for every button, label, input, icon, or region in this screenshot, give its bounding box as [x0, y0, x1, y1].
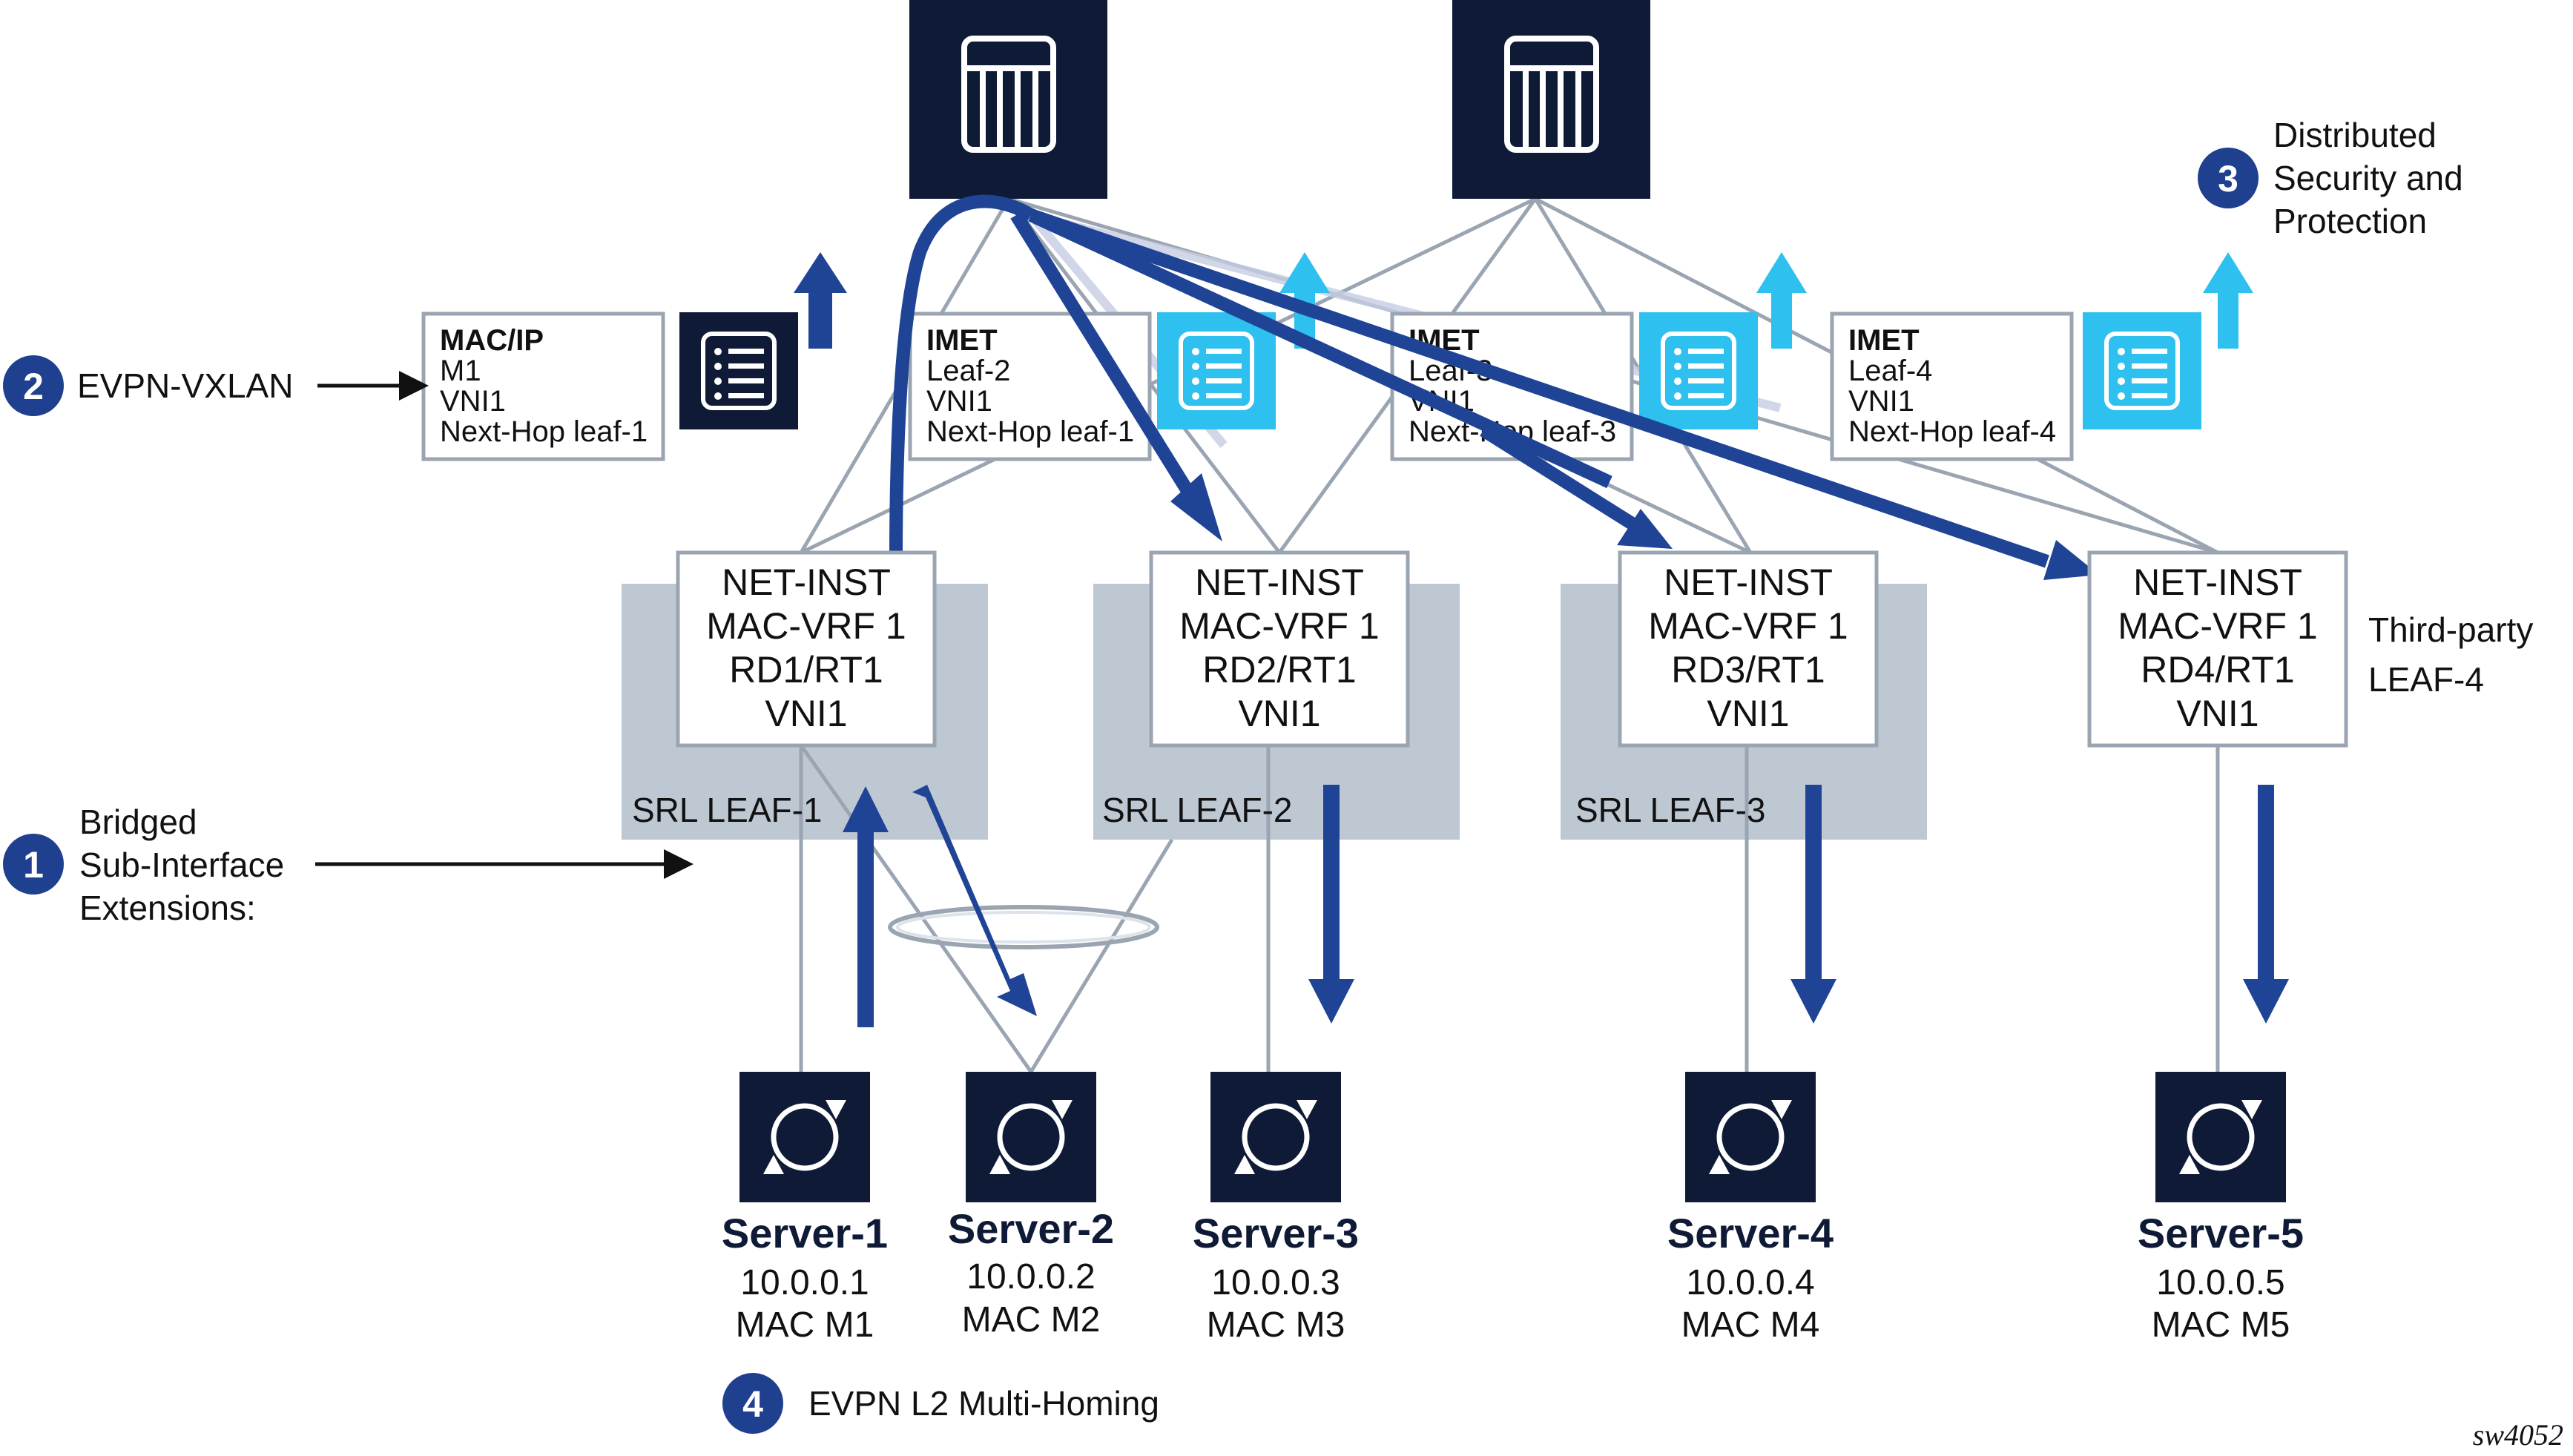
svg-text:VNI1: VNI1: [1238, 693, 1320, 734]
server-mac: MAC M3: [1207, 1305, 1345, 1345]
svg-text:VNI1: VNI1: [1848, 385, 1914, 418]
svg-text:NET-INST: NET-INST: [2133, 561, 2302, 603]
server-sync-icon: [966, 1072, 1096, 1202]
svg-text:IMET: IMET: [926, 324, 998, 357]
upload-arrow-icon: [1756, 252, 1807, 349]
svg-text:RD2/RT1: RD2/RT1: [1202, 649, 1356, 691]
svg-text:Bridged: Bridged: [79, 803, 197, 841]
server-name: Server-1: [722, 1210, 888, 1256]
svg-text:IMET: IMET: [1848, 324, 1920, 357]
server-mac: MAC M2: [962, 1300, 1101, 1340]
server-ip: 10.0.0.2: [966, 1257, 1095, 1297]
figure-id: sw4052: [2473, 1418, 2563, 1452]
server-sync-icon: [2155, 1072, 2286, 1202]
upload-arrow-icon: [2203, 252, 2253, 349]
upload-arrow-icon: [1279, 252, 1330, 349]
svg-text:MAC-VRF 1: MAC-VRF 1: [706, 605, 906, 647]
multihoming-lag-ellipse: [888, 905, 1159, 949]
server-ip: 10.0.0.5: [2156, 1263, 2284, 1302]
leaf-4-name: Third-party: [2368, 610, 2533, 649]
svg-text:2: 2: [23, 366, 44, 407]
svg-text:NET-INST: NET-INST: [722, 561, 891, 603]
svg-text:VNI1: VNI1: [1707, 693, 1789, 734]
svg-text:RD1/RT1: RD1/RT1: [729, 649, 883, 691]
list-icon: [1639, 312, 1758, 429]
server-sync-icon: [739, 1072, 870, 1202]
svg-text:Extensions:: Extensions:: [79, 889, 256, 927]
server-ip: 10.0.0.4: [1686, 1263, 1814, 1302]
server-mac: MAC M1: [736, 1305, 874, 1345]
leaf-2-name: SRL LEAF-2: [1102, 791, 1293, 829]
svg-text:VNI1: VNI1: [926, 385, 992, 418]
svg-text:4: 4: [742, 1383, 763, 1425]
server-ip: 10.0.0.3: [1211, 1263, 1340, 1302]
multihoming-lag-ellipse-inner: [896, 911, 1151, 943]
route-table-imet-leaf2: IMET Leaf-2 VNI1 Next-Hop leaf-1: [908, 312, 1152, 461]
svg-text:Leaf-2: Leaf-2: [926, 355, 1010, 387]
svg-text:RD3/RT1: RD3/RT1: [1671, 649, 1825, 691]
svg-text:3: 3: [2218, 158, 2238, 200]
route-table-macip: MAC/IP M1 VNI1 Next-Hop leaf-1: [421, 312, 665, 461]
svg-text:Leaf-4: Leaf-4: [1848, 355, 1932, 387]
svg-text:NET-INST: NET-INST: [1664, 561, 1833, 603]
leaf-3-netinst: NET-INST MAC-VRF 1 RD3/RT1 VNI1: [1618, 550, 1879, 748]
callout-2: 2 EVPN-VXLAN: [3, 355, 429, 416]
leaf-3-name: SRL LEAF-3: [1575, 791, 1766, 829]
bum-flows: [889, 194, 2099, 580]
spine-switch-icon: [1452, 0, 1650, 199]
svg-text:Security and: Security and: [2273, 159, 2463, 197]
svg-text:NET-INST: NET-INST: [1195, 561, 1364, 603]
svg-text:M1: M1: [440, 355, 481, 387]
leaf-server-links: [799, 744, 2220, 1073]
leaf-1-netinst: NET-INST MAC-VRF 1 RD1/RT1 VNI1: [676, 550, 937, 748]
svg-text:MAC-VRF 1: MAC-VRF 1: [1648, 605, 1848, 647]
server-mac: MAC M5: [2152, 1305, 2290, 1345]
svg-text:Next-Hop leaf-4: Next-Hop leaf-4: [1848, 415, 2056, 448]
svg-text:EVPN-VXLAN: EVPN-VXLAN: [77, 366, 293, 405]
list-icon: [1157, 312, 1276, 429]
route-table-imet-leaf4: IMET Leaf-4 VNI1 Next-Hop leaf-4: [1830, 312, 2074, 461]
callout-1: 1 Bridged Sub-Interface Extensions:: [3, 803, 694, 927]
svg-text:Sub-Interface: Sub-Interface: [79, 846, 284, 884]
svg-text:MAC-VRF 1: MAC-VRF 1: [1179, 605, 1379, 647]
server-name: Server-2: [948, 1205, 1114, 1252]
spine-switch-icon: [909, 0, 1107, 199]
svg-text:VNI1: VNI1: [2176, 693, 2259, 734]
leaf-1-name: SRL LEAF-1: [632, 791, 823, 829]
server-name: Server-3: [1193, 1210, 1359, 1256]
server-ip: 10.0.0.1: [740, 1263, 869, 1302]
svg-text:Next-Hop leaf-1: Next-Hop leaf-1: [926, 415, 1134, 448]
upload-arrow-icon: [794, 252, 847, 349]
server-sync-icon: [1210, 1072, 1341, 1202]
svg-text:EVPN L2 Multi-Homing: EVPN L2 Multi-Homing: [808, 1384, 1159, 1423]
svg-text:VNI1: VNI1: [440, 385, 506, 418]
leaf-4-name-line2: LEAF-4: [2368, 660, 2484, 699]
leaf-4-netinst: NET-INST MAC-VRF 1 RD4/RT1 VNI1: [2087, 550, 2348, 748]
server-name: Server-5: [2138, 1210, 2304, 1256]
svg-text:Protection: Protection: [2273, 202, 2427, 240]
svg-text:Distributed: Distributed: [2273, 116, 2437, 154]
callout-3: 3 Distributed Security and Protection: [2198, 116, 2463, 240]
list-icon: [679, 312, 798, 429]
list-icon: [2083, 312, 2201, 429]
server-name: Server-4: [1667, 1210, 1834, 1256]
leaf-server-flows: [843, 785, 2289, 1027]
svg-text:Next-Hop leaf-1: Next-Hop leaf-1: [440, 415, 648, 448]
svg-text:VNI1: VNI1: [765, 693, 847, 734]
leaf-2-netinst: NET-INST MAC-VRF 1 RD2/RT1 VNI1: [1149, 550, 1410, 748]
svg-text:MAC/IP: MAC/IP: [440, 324, 544, 357]
server-sync-icon: [1685, 1072, 1816, 1202]
svg-text:MAC-VRF 1: MAC-VRF 1: [2118, 605, 2317, 647]
server-mac: MAC M4: [1681, 1305, 1820, 1345]
callout-4: 4 EVPN L2 Multi-Homing: [722, 1373, 1159, 1434]
svg-text:1: 1: [23, 844, 44, 886]
svg-text:RD4/RT1: RD4/RT1: [2141, 649, 2294, 691]
